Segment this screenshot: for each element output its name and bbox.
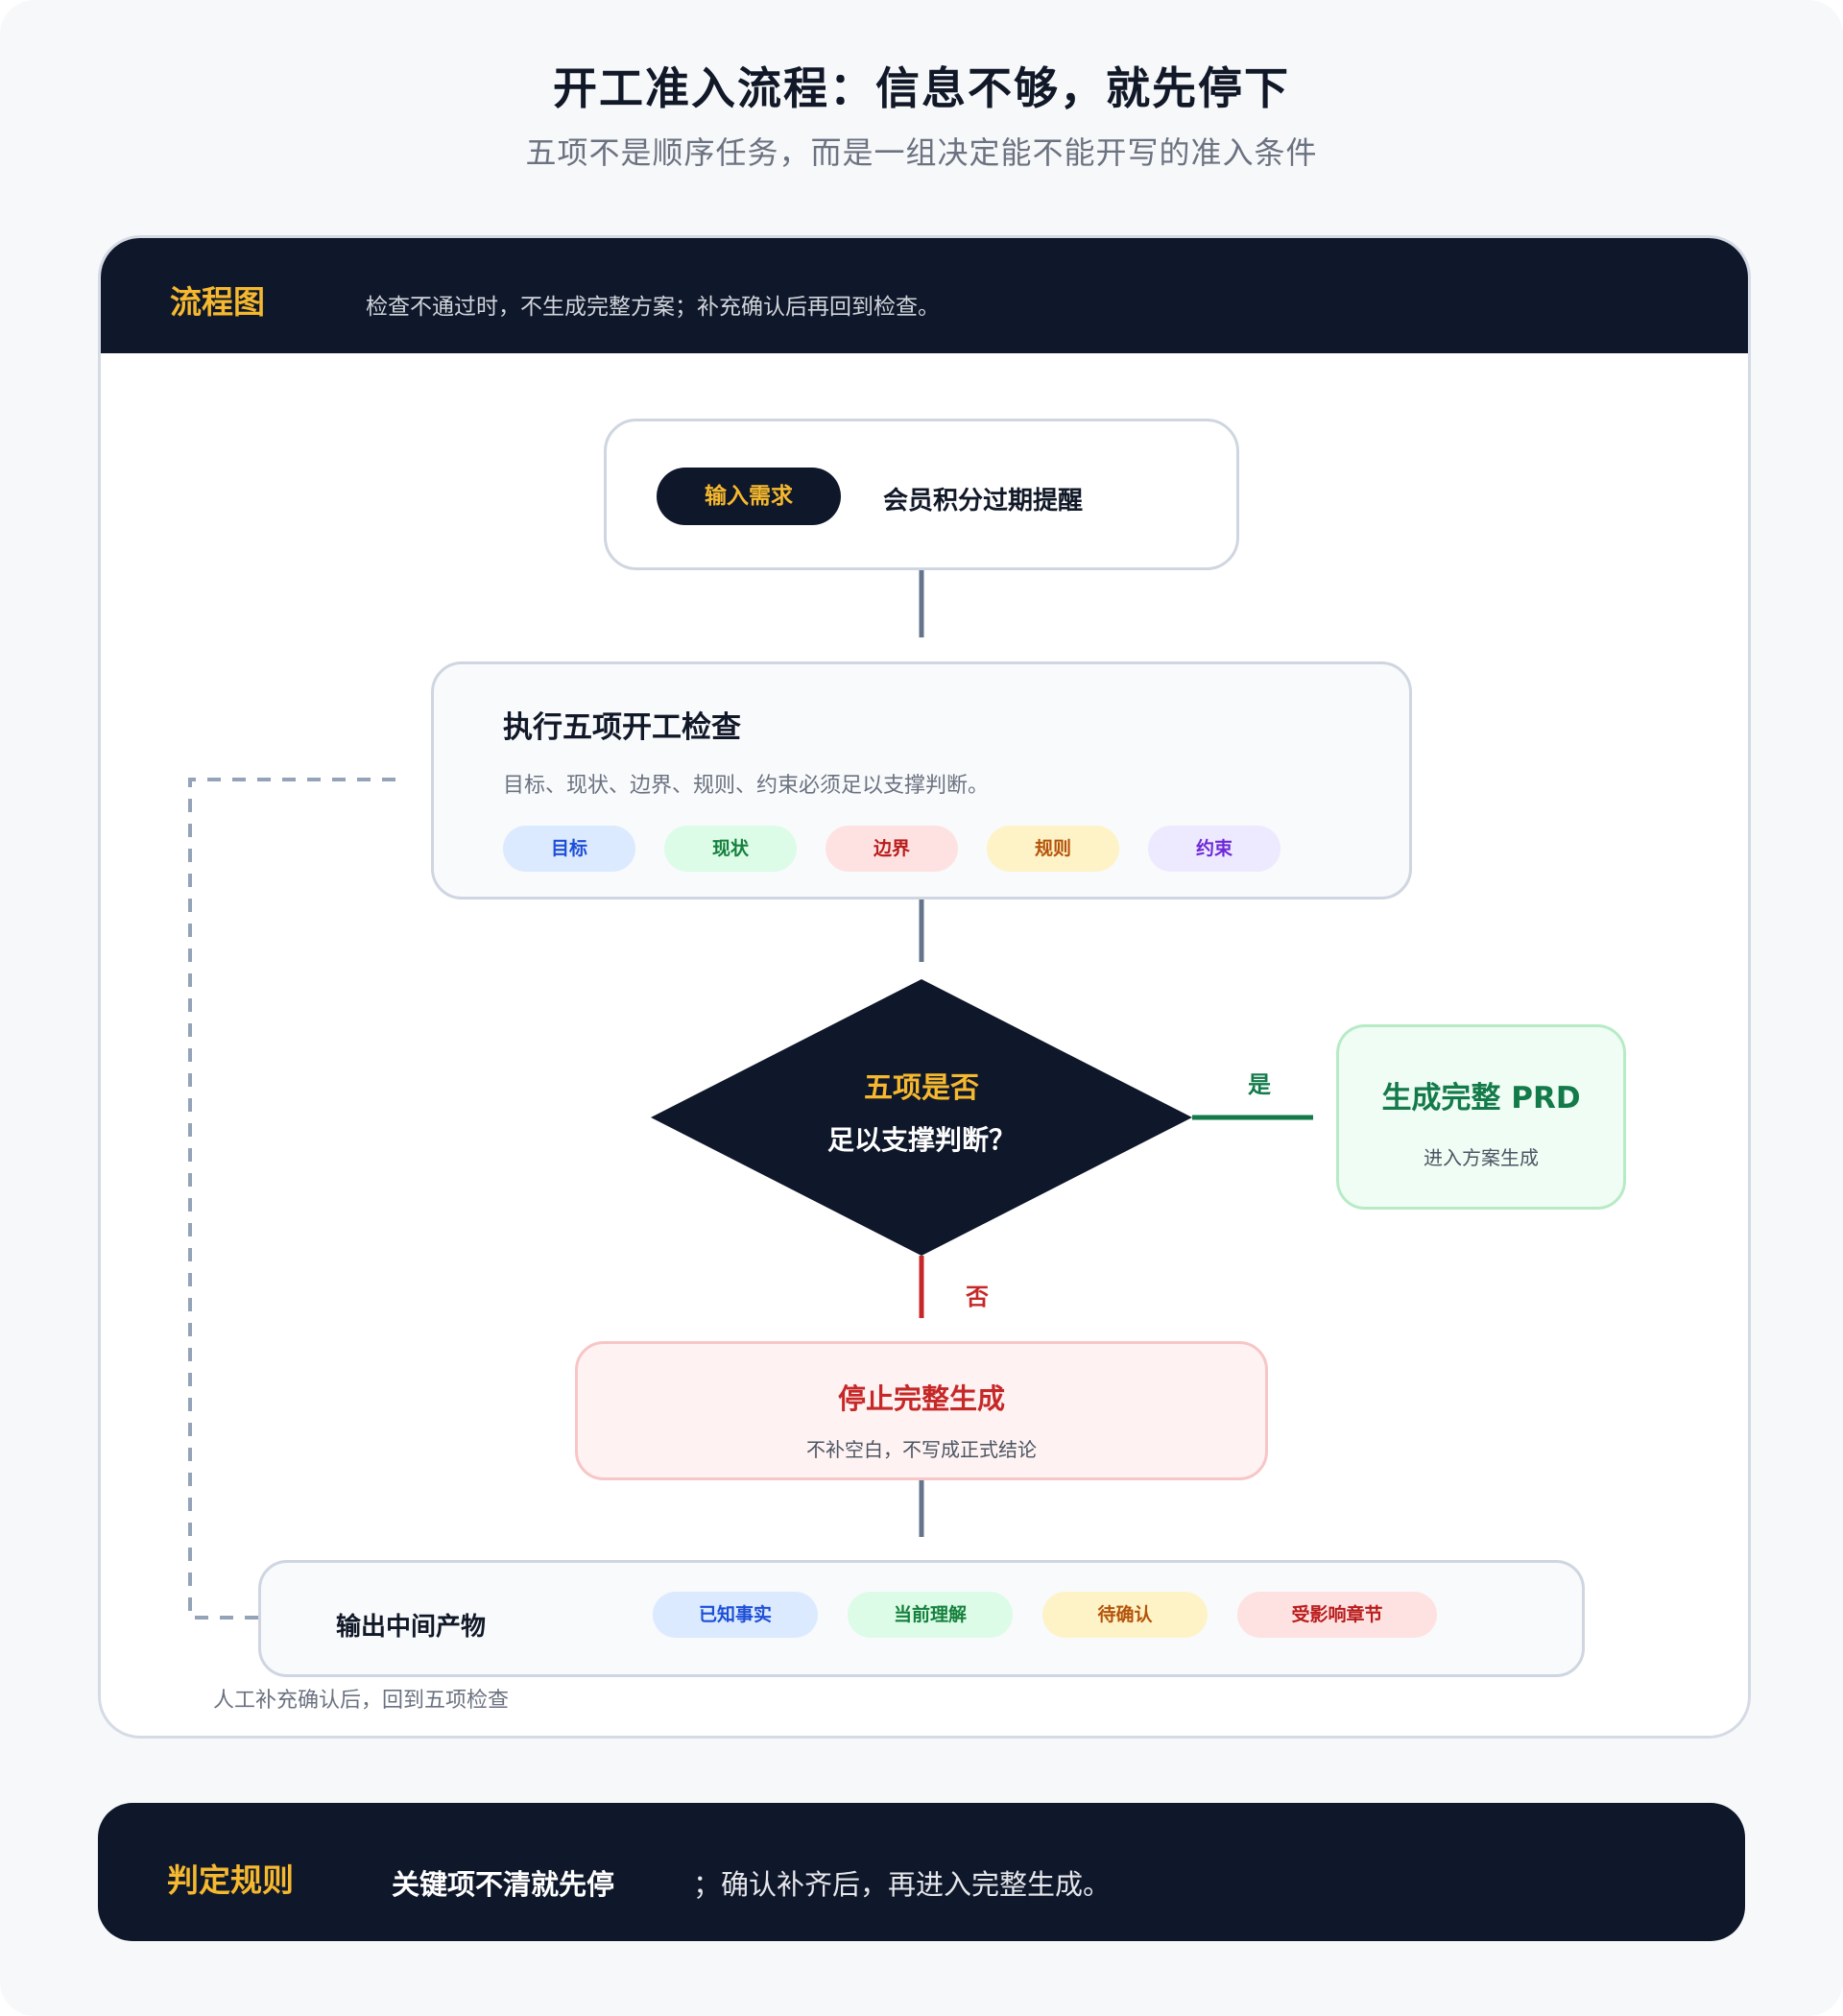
tag-rules: 规则 — [987, 826, 1119, 872]
tag-known-facts: 已知事实 — [653, 1592, 818, 1638]
loop-back-note: 人工补充确认后，回到五项检查 — [213, 1689, 510, 1713]
panel-description: 检查不通过时，不生成完整方案；补充确认后再回到检查。 — [366, 295, 940, 320]
page-subtitle: 五项不是顺序任务，而是一组决定能不能开写的准入条件 — [525, 134, 1318, 171]
prd-subtitle: 进入方案生成 — [1424, 1146, 1539, 1169]
tag-affected-sections: 受影响章节 — [1237, 1592, 1437, 1638]
yes-label: 是 — [1248, 1071, 1271, 1098]
panel-label: 流程图 — [170, 283, 265, 321]
tag-boundary: 边界 — [826, 826, 958, 872]
rule-label: 判定规则 — [167, 1861, 294, 1899]
tag-status: 现状 — [664, 826, 797, 872]
no-label: 否 — [966, 1284, 989, 1310]
rule-key-text: 关键项不清就先停 — [392, 1868, 615, 1901]
check-node: 执行五项开工检查 目标、现状、边界、规则、约束必须足以支撑判断。 目标 现状 边… — [431, 661, 1412, 900]
prd-title: 生成完整 PRD — [1381, 1081, 1581, 1116]
check-description: 目标、现状、边界、规则、约束必须足以支撑判断。 — [503, 774, 990, 798]
page-title: 开工准入流程：信息不够，就先停下 — [553, 62, 1290, 114]
input-node: 输入需求 会员积分过期提醒 — [604, 419, 1239, 570]
panel-header: 流程图 检查不通过时，不生成完整方案；补充确认后再回到检查。 — [101, 238, 1748, 353]
rule-rest-text: ；确认补齐后，再进入完整生成。 — [693, 1868, 1112, 1901]
prd-node: 生成完整 PRD 进入方案生成 — [1336, 1024, 1626, 1210]
output-title: 输出中间产物 — [336, 1613, 487, 1642]
tag-pending-confirmation: 待确认 — [1042, 1592, 1208, 1638]
output-node: 输出中间产物 已知事实 当前理解 待确认 受影响章节 — [258, 1560, 1585, 1677]
stop-subtitle: 不补空白，不写成正式结论 — [806, 1438, 1037, 1461]
stop-title: 停止完整生成 — [837, 1382, 1005, 1415]
tag-current-understanding: 当前理解 — [848, 1592, 1013, 1638]
rule-bar: 判定规则 关键项不清就先停 ；确认补齐后，再进入完整生成。 — [98, 1803, 1745, 1941]
stop-node: 停止完整生成 不补空白，不写成正式结论 — [575, 1341, 1268, 1480]
tag-constraints: 约束 — [1148, 826, 1281, 872]
decision-line2: 足以支撑判断？ — [826, 1124, 1016, 1156]
decision-line1: 五项是否 — [864, 1071, 979, 1105]
tag-goal: 目标 — [503, 826, 635, 872]
input-text: 会员积分过期提醒 — [883, 487, 1084, 516]
input-pill: 输入需求 — [657, 468, 841, 525]
check-title: 执行五项开工检查 — [503, 710, 741, 745]
